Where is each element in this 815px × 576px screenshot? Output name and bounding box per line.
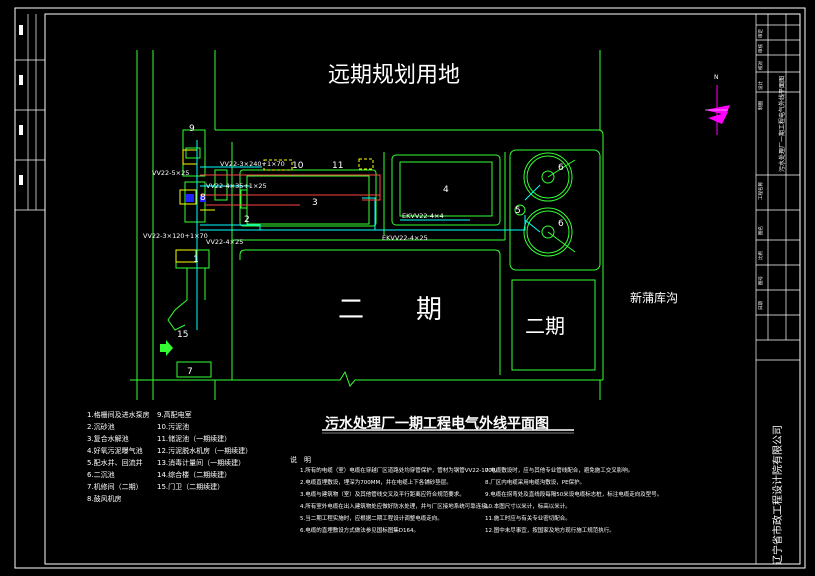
facility-numbers: 1 2 3 4 5 6 6 7 8 9 10 11 15 <box>177 124 564 377</box>
company-name: 辽宁省市政工程设计院有限公司 <box>771 425 784 565</box>
ditch-label: 新蒲库沟 <box>630 290 678 305</box>
svg-text:11: 11 <box>332 161 343 171</box>
svg-text:6: 6 <box>558 163 564 173</box>
note-item: 6.电缆的直埋敷设方式做法参见国标图集D164。 <box>300 528 419 534</box>
notes-header: 说 明 <box>290 456 311 464</box>
legend-item: 12.污泥脱水机房（一期续建） <box>157 447 253 455</box>
svg-text:审定: 审定 <box>757 29 764 38</box>
legend-item: 1.格栅间及进水泵房 <box>87 411 150 419</box>
svg-text:VV22-3×120+1×70: VV22-3×120+1×70 <box>143 232 208 240</box>
site-boundaries <box>130 50 604 400</box>
future-zone-label: 远期规划用地 <box>328 63 460 88</box>
svg-text:工程名称: 工程名称 <box>757 182 764 200</box>
project-title-vertical: 污水处理厂一期工程电气外线平面图 <box>778 76 786 172</box>
svg-text:1: 1 <box>193 255 199 265</box>
legend-item: 11.储泥池（一期续建） <box>157 435 232 443</box>
svg-text:5: 5 <box>515 206 521 216</box>
svg-text:图号: 图号 <box>758 276 764 285</box>
red-cables <box>200 174 381 206</box>
note-item: 9.电缆在拐弯处及直线段每隔50米设电缆标志桩，标注电缆走向及型号。 <box>485 492 663 498</box>
binding-marks <box>19 25 23 185</box>
svg-text:2: 2 <box>244 215 250 225</box>
svg-text:VV22-5×25: VV22-5×25 <box>152 169 189 177</box>
phase2-label-right: 二期 <box>525 314 565 338</box>
cable-labels: VV22-3×240+1×70 VV22-5×25 VV22-4×35+1×25… <box>143 160 444 246</box>
phase2-label-main: 二 期 <box>338 295 442 325</box>
legend-item: 5.配水井、回流井 <box>87 459 143 467</box>
svg-text:8: 8 <box>200 193 206 203</box>
note-item: 10.本图尺寸以米计，标高以米计。 <box>485 504 571 510</box>
inner-frame <box>44 13 801 565</box>
note-item: 11.施工时应与有关专业密切配合。 <box>485 516 571 522</box>
blue-equipment <box>186 194 206 202</box>
svg-text:4: 4 <box>443 185 449 195</box>
legend-item: 3.复合水解池 <box>87 435 129 443</box>
svg-text:VV22-3×240+1×70: VV22-3×240+1×70 <box>220 160 285 168</box>
legend-item: 14.综合楼（二期续建） <box>157 471 232 479</box>
svg-text:制图: 制图 <box>757 101 764 110</box>
future-tank-10 <box>263 159 293 171</box>
yellow-equipment <box>175 149 374 263</box>
svg-text:9: 9 <box>189 124 195 134</box>
svg-text:VV22-4×35+1×25: VV22-4×35+1×25 <box>206 182 267 190</box>
binding-strip <box>15 14 45 211</box>
note-item: 7.电缆敷设时，应与其他专业管线配合，避免施工交叉影响。 <box>485 468 634 474</box>
svg-text:比例: 比例 <box>757 251 764 260</box>
note-item: 3.电缆与建筑物（室）及其他管线交叉及平行距离应符合规范要求。 <box>300 492 465 498</box>
svg-text:15: 15 <box>177 330 188 340</box>
legend-item: 15.门卫（二期续建） <box>157 483 225 491</box>
legend-item: 8.鼓风机房 <box>87 495 122 503</box>
legend-item: 10.污泥池 <box>157 423 190 431</box>
cable-routes <box>196 140 541 330</box>
inlet-arrow-icon <box>160 340 173 356</box>
legend-item: 9.高配电室 <box>157 411 192 419</box>
title-block <box>755 14 800 564</box>
north-arrow-icon <box>705 85 730 135</box>
legend-item: 2.沉砂池 <box>87 423 115 431</box>
svg-text:日期: 日期 <box>758 301 764 310</box>
svg-text:审核: 审核 <box>757 44 764 53</box>
svg-text:6: 6 <box>558 219 564 229</box>
legend-item: 13.消毒计量间（一期续建） <box>157 459 246 467</box>
svg-text:10: 10 <box>292 161 304 171</box>
svg-text:VV22-4×25: VV22-4×25 <box>206 238 243 246</box>
outer-frame <box>14 7 806 569</box>
legend-item: 7.机修间（二期） <box>87 483 143 491</box>
svg-text:图名: 图名 <box>757 226 764 235</box>
svg-text:EKVV22-4×4: EKVV22-4×4 <box>402 212 444 220</box>
svg-text:3: 3 <box>312 198 318 208</box>
legend-item: 4.好氧污泥曝气池 <box>87 447 143 455</box>
svg-text:7: 7 <box>187 367 193 377</box>
title-block-labels: 审定 审核 校对 设计 制图 工程名称 图名 比例 图号 日期 <box>757 29 764 310</box>
note-item: 12.图中未尽事宜，按国家及地方现行施工规范执行。 <box>485 528 615 534</box>
svg-text:校对: 校对 <box>757 61 764 70</box>
note-item: 4.所有室外电缆在出入建筑物处应做好防水处理，并与厂区接地系统可靠连接。 <box>300 504 493 510</box>
svg-text:设计: 设计 <box>757 81 764 90</box>
north-label: N <box>714 74 719 81</box>
drawing-title: 污水处理厂一期工程电气外线平面图 <box>325 415 549 432</box>
legend-item: 6.二沉池 <box>87 471 115 479</box>
svg-text:EKVV22-4×25: EKVV22-4×25 <box>382 234 428 242</box>
note-item: 1.所有的电缆（室）电缆在穿越厂区道路处均穿管保护，管材为钢管VV22-1000… <box>300 468 501 474</box>
note-item: 2.电缆直埋敷设，埋深为700MM，并在电缆上下各铺砂垫层。 <box>300 480 452 486</box>
note-item: 8.厂区内电缆采用电缆沟敷设，PE保护。 <box>485 480 586 486</box>
note-item: 5.当二期工程实施时，应根据二期工程设计调整电缆走向。 <box>300 516 443 522</box>
